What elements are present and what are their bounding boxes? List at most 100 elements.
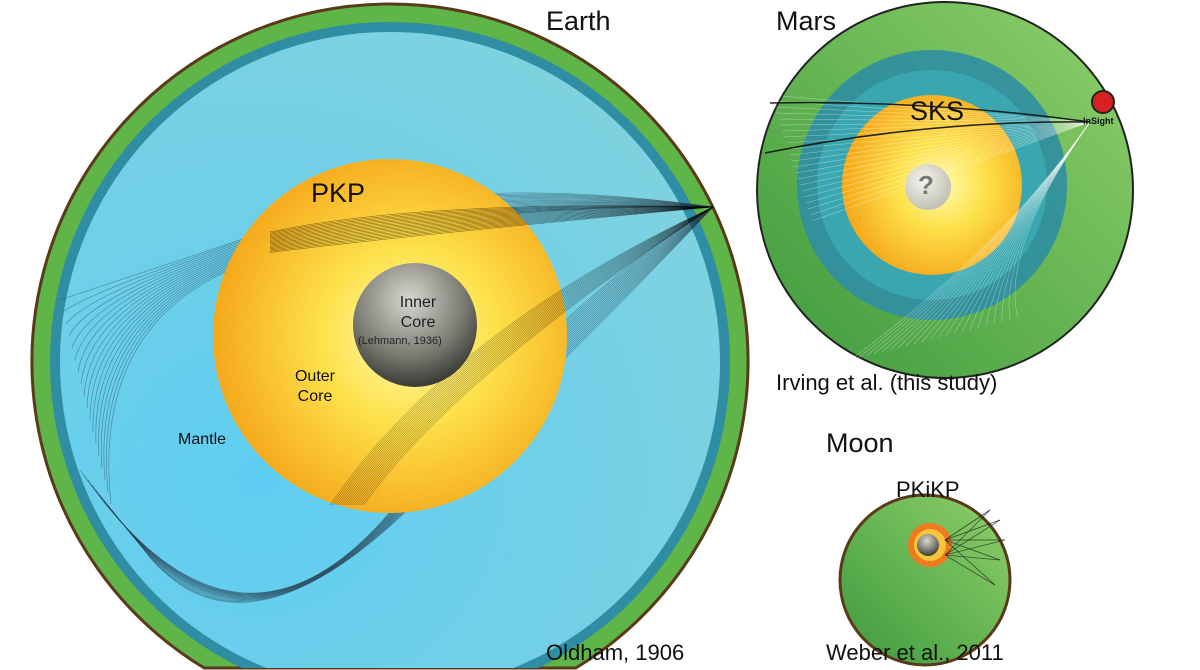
- ray-path: [269, 206, 714, 235]
- ray-path: [269, 206, 714, 236]
- ray-path: [269, 206, 714, 253]
- ray-path: [764, 121, 1091, 154]
- mantle-label: Mantle: [178, 431, 227, 448]
- ray-path: [269, 206, 714, 246]
- ray-path: [769, 94, 1091, 123]
- outer-core-label-2: Core: [297, 388, 333, 405]
- mars-citation: Irving et al. (this study): [776, 370, 998, 395]
- ray-path: [353, 206, 714, 506]
- ray-path: [807, 121, 1091, 210]
- ray-path: [269, 206, 714, 248]
- ray-path: [929, 121, 1091, 341]
- ray-path: [1014, 121, 1091, 319]
- ray-path: [357, 206, 714, 506]
- earth-diagram: [30, 2, 750, 670]
- ray-path: [785, 121, 1091, 144]
- insight-label: InSight: [1083, 116, 1114, 126]
- ray-path: [873, 121, 1091, 355]
- ray-path: [865, 121, 1091, 357]
- earth-inner-core: [353, 263, 477, 387]
- ray-path: [953, 121, 1091, 335]
- moon-inner-core: [917, 534, 939, 556]
- ray-path: [355, 206, 714, 506]
- ray-path: [993, 121, 1091, 325]
- ray-path: [921, 121, 1091, 343]
- ray-path: [269, 206, 714, 241]
- ray-path: [269, 206, 714, 252]
- ray-path: [269, 206, 714, 251]
- ray-path: [791, 121, 1091, 162]
- ray-path: [969, 121, 1091, 331]
- ray-path: [269, 206, 714, 239]
- ray-path: [331, 206, 714, 506]
- ray-path: [985, 121, 1091, 327]
- earth-phase-label: PKP: [311, 178, 366, 208]
- ray-path: [147, 206, 714, 603]
- earth-core-ray-paths: [269, 205, 714, 506]
- ray-path: [809, 121, 1091, 216]
- ray-path: [801, 121, 1091, 192]
- ray-path: [269, 206, 714, 242]
- ray-path: [269, 205, 714, 233]
- ray-path: [269, 206, 714, 244]
- moon-ray-paths: [944, 509, 1006, 586]
- ray-path: [341, 206, 714, 506]
- ray-path: [937, 121, 1091, 339]
- mars-title: Mars: [776, 6, 836, 36]
- ray-path: [889, 121, 1091, 351]
- ray-path: [269, 206, 714, 240]
- ray-path: [944, 539, 996, 586]
- ray-path: [269, 206, 714, 250]
- ray-path: [1008, 121, 1091, 321]
- ray-path: [777, 118, 1091, 123]
- inner-core-citation: (Lehmann, 1936): [358, 335, 442, 347]
- ray-path: [944, 519, 1001, 541]
- ray-path: [913, 121, 1091, 345]
- ray-path: [799, 121, 1091, 186]
- ray-path: [351, 206, 714, 506]
- ray-path: [345, 206, 714, 506]
- mars-ray-paths: [764, 94, 1091, 361]
- ray-path: [333, 206, 714, 506]
- moon-diagram: [838, 493, 1012, 667]
- ray-path: [269, 206, 714, 247]
- ray-path: [945, 121, 1091, 337]
- moon-title: Moon: [826, 428, 894, 458]
- ray-path: [797, 121, 1091, 180]
- ray-path: [849, 121, 1091, 361]
- ray-path: [944, 554, 996, 586]
- ray-path: [783, 121, 1091, 138]
- ray-path: [349, 206, 714, 506]
- ray-path: [343, 206, 714, 506]
- ray-path: [944, 509, 991, 556]
- ray-path: [787, 121, 1091, 150]
- ray-path: [339, 206, 714, 506]
- ray-path: [905, 121, 1091, 347]
- ray-path: [793, 121, 1091, 168]
- ray-path: [795, 121, 1091, 174]
- ray-path: [944, 554, 1001, 561]
- earth-title: Earth: [546, 6, 611, 36]
- ray-path: [775, 112, 1091, 123]
- ray-path: [359, 206, 714, 506]
- moon-body: [838, 493, 1012, 667]
- ray-path: [143, 206, 714, 602]
- ray-path: [811, 121, 1091, 222]
- ray-path: [347, 206, 714, 506]
- ray-path: [944, 539, 1006, 556]
- inner-core-label-1: Inner: [399, 294, 437, 311]
- mars-diagram: [756, 1, 1134, 379]
- mars-phase-label: SKS: [910, 96, 965, 126]
- mars-unknown-sphere: [905, 164, 951, 210]
- insight-logo: [1091, 90, 1115, 114]
- ray-path: [805, 121, 1091, 204]
- ray-path: [803, 121, 1091, 198]
- earth-citation: Oldham, 1906: [546, 640, 685, 665]
- ray-path: [961, 121, 1091, 333]
- inner-core-label-2: Core: [400, 314, 436, 331]
- ray-path: [897, 121, 1091, 349]
- ray-path: [337, 206, 714, 506]
- ray-path: [881, 121, 1091, 353]
- ray-path: [944, 519, 1001, 556]
